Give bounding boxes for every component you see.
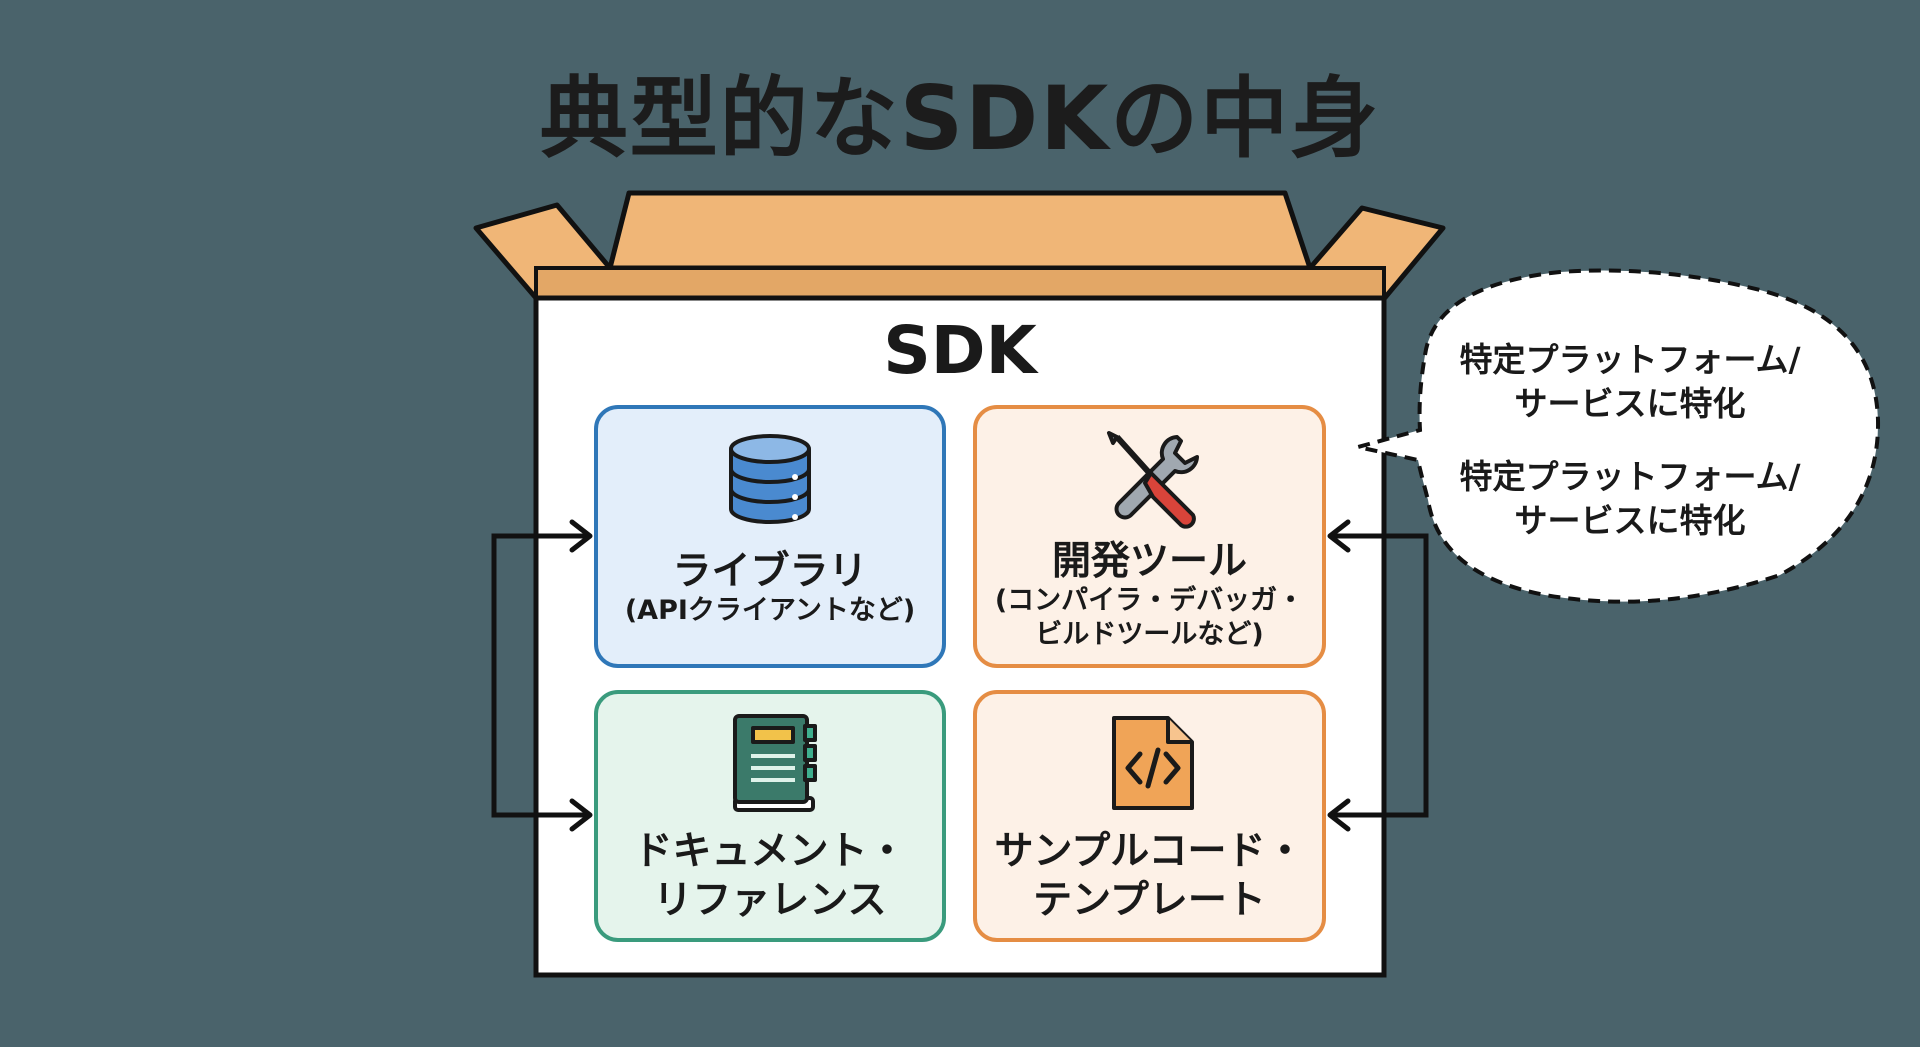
box-interior bbox=[534, 266, 1386, 302]
database-icon bbox=[729, 434, 811, 524]
dev-tools-card bbox=[973, 405, 1326, 668]
sample-code-card bbox=[973, 690, 1326, 942]
documentation-title-line1: ドキュメント・ bbox=[633, 829, 907, 874]
right-arrowhead-bottom bbox=[1327, 798, 1351, 832]
samples-title-line2: テンプレート bbox=[1033, 878, 1266, 923]
dev-tools-title: 開発ツール bbox=[1051, 539, 1247, 584]
callout-text-block1-line2: サービスに特化 bbox=[1514, 384, 1746, 423]
samples-title-line1: サンプルコード・ bbox=[994, 829, 1305, 874]
page-title: 典型的なSDKの中身 bbox=[539, 67, 1381, 170]
sdk-box-label: SDK bbox=[883, 312, 1037, 389]
callout-text-block1-line1: 特定プラットフォーム/ bbox=[1459, 340, 1801, 379]
library-card bbox=[594, 405, 946, 668]
tools-icon bbox=[1107, 431, 1199, 529]
callout-text-block2-line2: サービスに特化 bbox=[1514, 501, 1746, 540]
documentation-card bbox=[594, 690, 946, 942]
right-connector-line bbox=[1330, 533, 1429, 818]
library-title: ライブラリ bbox=[672, 549, 868, 594]
callout-text-block2-line1: 特定プラットフォーム/ bbox=[1459, 457, 1801, 496]
dev-tools-subtitle-line2: ビルドツールなど) bbox=[1035, 619, 1264, 650]
left-arrowhead-bottom bbox=[569, 798, 593, 832]
left-connector-line bbox=[491, 533, 590, 818]
library-subtitle: (APIクライアントなど) bbox=[624, 595, 916, 626]
left-arrowhead-top bbox=[569, 519, 593, 553]
documentation-title-line2: リファレンス bbox=[653, 878, 887, 923]
box-back-panel bbox=[607, 190, 1313, 271]
code-file-icon bbox=[1112, 716, 1194, 810]
book-icon bbox=[733, 714, 817, 812]
dev-tools-subtitle-line1: (コンパイラ・デバッガ・ bbox=[994, 585, 1305, 616]
callout-bubble bbox=[1357, 268, 1881, 604]
right-arrowhead-top bbox=[1327, 519, 1351, 553]
